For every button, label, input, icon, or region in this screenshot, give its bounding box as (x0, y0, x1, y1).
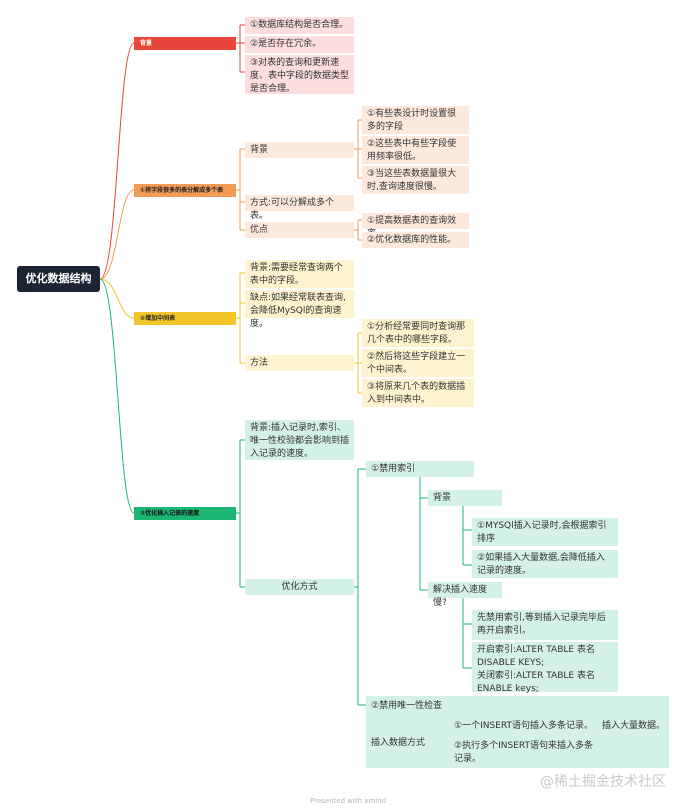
insert-background[interactable]: 背景:插入记录时,索引、唯一性校验都会影响到插入记录的速度。 (245, 420, 354, 460)
split-method[interactable]: 方式:可以分解成多个表。 (245, 195, 354, 221)
background-item-1[interactable]: ①数据库结构是否合理。 (245, 17, 354, 34)
disable-unique-label[interactable]: ②禁用唯一性检查 (371, 701, 443, 711)
intermediate-method-item-3[interactable]: ③将原来几个表的数据插入到中间表中。 (362, 379, 474, 407)
disable-unique-group (366, 696, 669, 768)
insert-method-item-2[interactable]: ②执行多个INSERT语句来插入多条记录。 (454, 741, 593, 764)
split-advantage-item-2[interactable]: ②优化数据库的性能。 (362, 232, 469, 248)
slow-insert-label[interactable]: 解决插入速度慢? (428, 582, 502, 608)
background-item-2[interactable]: ②是否存在冗余。 (245, 36, 354, 53)
intermediate-method-item-2[interactable]: ②然后将这些字段建立一个中间表。 (362, 349, 474, 377)
insert-optimize-label[interactable]: 优化方式 (245, 579, 354, 595)
slow-insert-item-2[interactable]: 开启索引:ALTER TABLE 表名 DISABLE KEYS; 关闭索引:A… (472, 642, 618, 694)
branch-insert-speed[interactable]: ③优化插入记录的速度 (134, 507, 236, 520)
split-background-item-1[interactable]: ①有些表设计时设置很多的字段 (362, 106, 469, 134)
branch-background[interactable]: 背景 (134, 37, 236, 50)
split-background-item-3[interactable]: ③当这些表数据量很大时,查询速度很慢。 (362, 166, 469, 194)
split-advantages-label[interactable]: 优点 (245, 222, 354, 238)
disable-index-background-label[interactable]: 背景 (428, 490, 502, 506)
split-advantage-item-1[interactable]: ①提高数据表的查询效率。 (362, 213, 469, 239)
intermediate-background[interactable]: 背景:需要经常查询两个表中的字段。 (245, 260, 354, 288)
branch-split-tables[interactable]: ①将字段很多的表分解成多个表 (134, 184, 236, 197)
disable-index-background-item-2[interactable]: ②如果插入大量数据,会降低插入记录的速度。 (472, 550, 618, 578)
disable-index-background-item-1[interactable]: ①MYSQl插入记录时,会根据索引排序 (472, 518, 618, 546)
slow-insert-item-1[interactable]: 先禁用索引,等到插入记录完毕后再开启索引。 (472, 610, 618, 640)
insert-method-item-1[interactable]: ①一个INSERT语句插入多条记录。 (454, 721, 593, 731)
branch-intermediate-table[interactable]: ②增加中间表 (134, 312, 236, 325)
split-background-label[interactable]: 背景 (245, 142, 354, 158)
intermediate-drawback[interactable]: 缺点:如果经常联表查询,会降低MySQl的查询速度。 (245, 290, 354, 329)
background-item-3[interactable]: ③对表的查询和更新速度、表中字段的数据类型是否合理。 (245, 55, 354, 94)
insert-method-note[interactable]: 插入大量数据。 (602, 721, 666, 731)
split-background-item-2[interactable]: ②这些表中有些字段使用频率很低。 (362, 136, 469, 164)
intermediate-method-item-1[interactable]: ①分析经常要同时查询那几个表中的哪些字段。 (362, 319, 474, 347)
disable-index-label[interactable]: ①禁用索引 (366, 461, 474, 477)
watermark: @稀土掘金技术社区 (540, 774, 666, 790)
insert-method-label[interactable]: 插入数据方式 (371, 738, 426, 748)
footer-credit: Presented with xmind (310, 797, 387, 805)
root-topic[interactable]: 优化数据结构 (17, 266, 100, 292)
intermediate-method-label[interactable]: 方法 (245, 355, 354, 371)
